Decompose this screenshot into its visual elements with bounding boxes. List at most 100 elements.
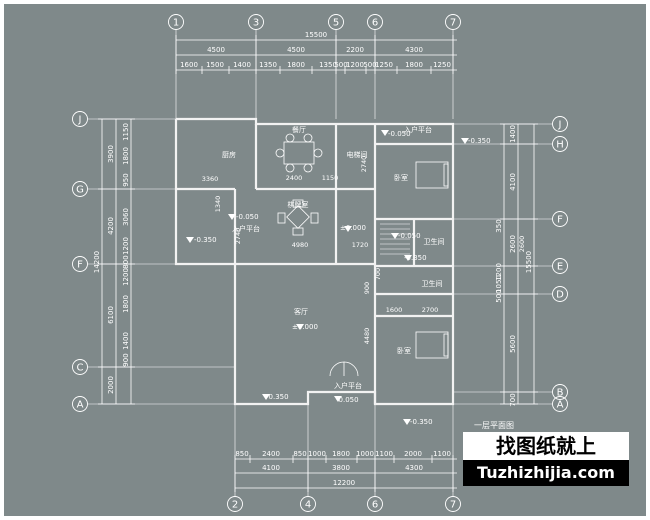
dim-top-r3-4: 1800 xyxy=(287,61,305,69)
room-bathroom-2: 卫生间 xyxy=(422,279,443,288)
axis-left-4-label: A xyxy=(77,400,84,411)
axis-right-0-label: J xyxy=(558,120,562,131)
dim-4980: 4980 xyxy=(292,241,309,249)
dim-bottom-r1-8: 1100 xyxy=(433,450,451,458)
axis-bubbles xyxy=(72,14,568,512)
room-bedroom-1: 卧室 xyxy=(394,173,408,182)
dim-right-r1-3: 5600 xyxy=(509,335,517,353)
dim-top-r3-1: 1500 xyxy=(206,61,224,69)
dim-left-r3-7: 1800 xyxy=(122,295,130,313)
dim-left-r2-1: 4200 xyxy=(107,217,115,235)
level-markers xyxy=(186,130,469,425)
axis-bottom-2-label: 6 xyxy=(372,500,378,511)
room-dining: 餐厅 xyxy=(292,125,306,134)
axis-bottom-0-bubble xyxy=(227,496,243,512)
dim-right-r1-0: 1400 xyxy=(509,125,517,143)
level-mahjong: ±0.000 xyxy=(340,224,366,232)
axis-top-0-bubble xyxy=(168,14,184,30)
dim-top-r3-0: 1600 xyxy=(180,61,198,69)
dim-left-r3-4: 1200 xyxy=(122,237,130,255)
room-bedroom-2: 卧室 xyxy=(397,346,411,355)
level-left: -0.350 xyxy=(194,236,217,244)
dim-bottom-r1-6: 1100 xyxy=(375,450,393,458)
dim-left-total: 14200 xyxy=(93,251,101,273)
dim-top-total: 15500 xyxy=(305,31,327,39)
dim-bottom-r1-0: 850 xyxy=(235,450,248,458)
dim-left-r3-1: 1800 xyxy=(122,147,130,165)
dim-1600: 1600 xyxy=(386,306,403,314)
level-far-right: -0.350 xyxy=(468,137,491,145)
dim-2400a: 2400 xyxy=(286,174,303,182)
axis-left-3-bubble xyxy=(72,359,88,375)
axis-right-5-bubble xyxy=(552,384,568,400)
room-entry-bottom: 入户平台 xyxy=(334,381,362,390)
level-entry: -0.050 xyxy=(336,396,359,404)
watermark-url: Tuzhizhijia.com xyxy=(463,460,629,486)
bed-2 xyxy=(415,331,449,359)
axis-right-6-bubble xyxy=(552,396,568,412)
watermark: 找图纸就上 Tuzhizhijia.com xyxy=(463,432,629,486)
dim-right-r2-1: 1200 xyxy=(495,263,503,281)
axis-lines xyxy=(88,30,552,496)
dim-2740b: 2740 xyxy=(234,228,242,245)
dim-bottom-r2-1: 3800 xyxy=(332,464,350,472)
dim-2700: 2700 xyxy=(422,306,439,314)
axis-right-1-bubble xyxy=(552,136,568,152)
dim-bottom-r1-5: 1000 xyxy=(356,450,374,458)
dim-right-r1-2: 2600 xyxy=(509,235,517,253)
level-bottom-right: -0.350 xyxy=(410,418,433,426)
bed-1 xyxy=(415,161,449,189)
axis-bottom-3-bubble xyxy=(445,496,461,512)
dim-bottom-r1-3: 1000 xyxy=(308,450,326,458)
level-left-inner: -0.050 xyxy=(236,213,259,221)
axis-top-3-label: 6 xyxy=(372,18,378,29)
dim-top-r3-8: 500 xyxy=(363,61,376,69)
dim-right-total: 15500 xyxy=(525,251,533,273)
axis-top-2-bubble xyxy=(328,14,344,30)
level-top-right: -0.050 xyxy=(388,130,411,138)
axis-right-4-bubble xyxy=(552,286,568,302)
dim-right-r2-3: 500 xyxy=(495,289,503,302)
level-stair-2: -0.350 xyxy=(404,254,427,262)
axis-bottom-0-label: 2 xyxy=(232,500,238,511)
dim-right-r2-2: 1050 xyxy=(495,275,503,293)
dim-4480: 4480 xyxy=(363,328,371,345)
entry-door xyxy=(329,361,359,377)
axis-top-3-bubble xyxy=(367,14,383,30)
axis-left-2-label: F xyxy=(77,260,83,271)
dim-left-r3-0: 1150 xyxy=(122,123,130,141)
axis-right-4-label: D xyxy=(556,290,564,301)
dining-table xyxy=(275,133,323,173)
dim-top-r2-2: 2200 xyxy=(346,46,364,54)
dim-left-r2-0: 3900 xyxy=(107,145,115,163)
dim-kitchen-w: 3360 xyxy=(202,175,219,183)
axis-top-4-bubble xyxy=(445,14,461,30)
dim-bottom-r2-2: 4300 xyxy=(405,464,423,472)
axis-right-0-bubble xyxy=(552,116,568,132)
dim-2600: 2600 xyxy=(518,236,526,253)
dim-top-r3-2: 1400 xyxy=(233,61,251,69)
dim-bottom-r1-1: 2400 xyxy=(262,450,280,458)
dim-bottom-r1-7: 2000 xyxy=(404,450,422,458)
axis-left-0-bubble xyxy=(72,111,88,127)
dim-left-r3-2: 950 xyxy=(122,173,130,186)
dim-left-r3-9: 900 xyxy=(122,353,130,366)
axis-right-2-bubble xyxy=(552,211,568,227)
room-bathroom-1: 卫生间 xyxy=(424,237,445,246)
dim-right-r1-1: 4100 xyxy=(509,173,517,191)
axis-left-1-bubble xyxy=(72,181,88,197)
dim-1340: 1340 xyxy=(214,196,222,213)
axis-left-0-label: J xyxy=(78,115,82,126)
axis-right-6-label: A xyxy=(557,400,564,411)
axis-top-2-label: 5 xyxy=(333,18,339,29)
dim-left-r3-3: 3060 xyxy=(122,208,130,226)
dim-top-r3-5: 1350 xyxy=(319,61,337,69)
dim-left-r3-6: 1200 xyxy=(122,268,130,286)
dim-top-r3-11: 1250 xyxy=(433,61,451,69)
axis-left-4-bubble xyxy=(72,396,88,412)
axis-right-3-bubble xyxy=(552,258,568,274)
level-bottom-left: -0.350 xyxy=(266,393,289,401)
dim-1720: 1720 xyxy=(352,241,369,249)
